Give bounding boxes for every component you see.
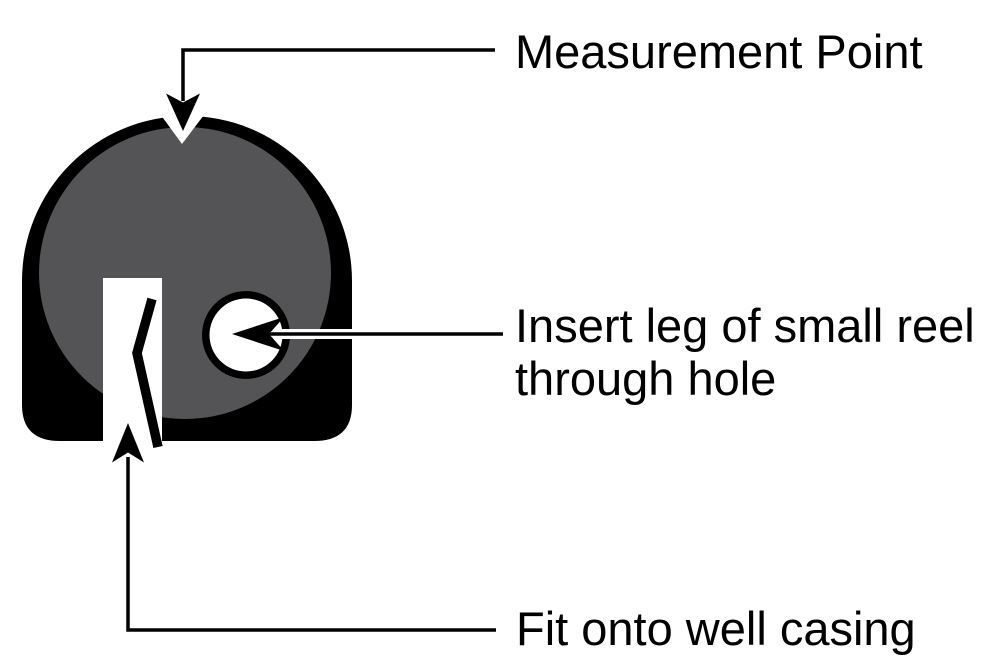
retaining-clip — [132, 297, 163, 449]
fit-onto-well-casing-label: Fit onto well casing — [516, 602, 916, 655]
insert-leg-label: Insert leg of small reel through hole — [515, 299, 975, 405]
down-arrowhead-icon — [166, 93, 200, 131]
callout-measurement-line — [181, 48, 495, 101]
callout-fit-casing — [112, 423, 496, 632]
callout-measurement-point — [166, 48, 495, 131]
insert-leg-label-line2: through hole — [515, 352, 777, 405]
up-arrowhead-icon — [112, 423, 144, 463]
measurement-point-label: Measurement Point — [515, 25, 923, 78]
left-arrowhead-icon — [232, 317, 284, 351]
insert-leg-label-line1: Insert leg of small reel — [515, 299, 975, 352]
callout-fit-line — [126, 457, 496, 632]
callout-insert-leg — [232, 317, 503, 351]
well-cap-inner-disc — [39, 127, 331, 419]
